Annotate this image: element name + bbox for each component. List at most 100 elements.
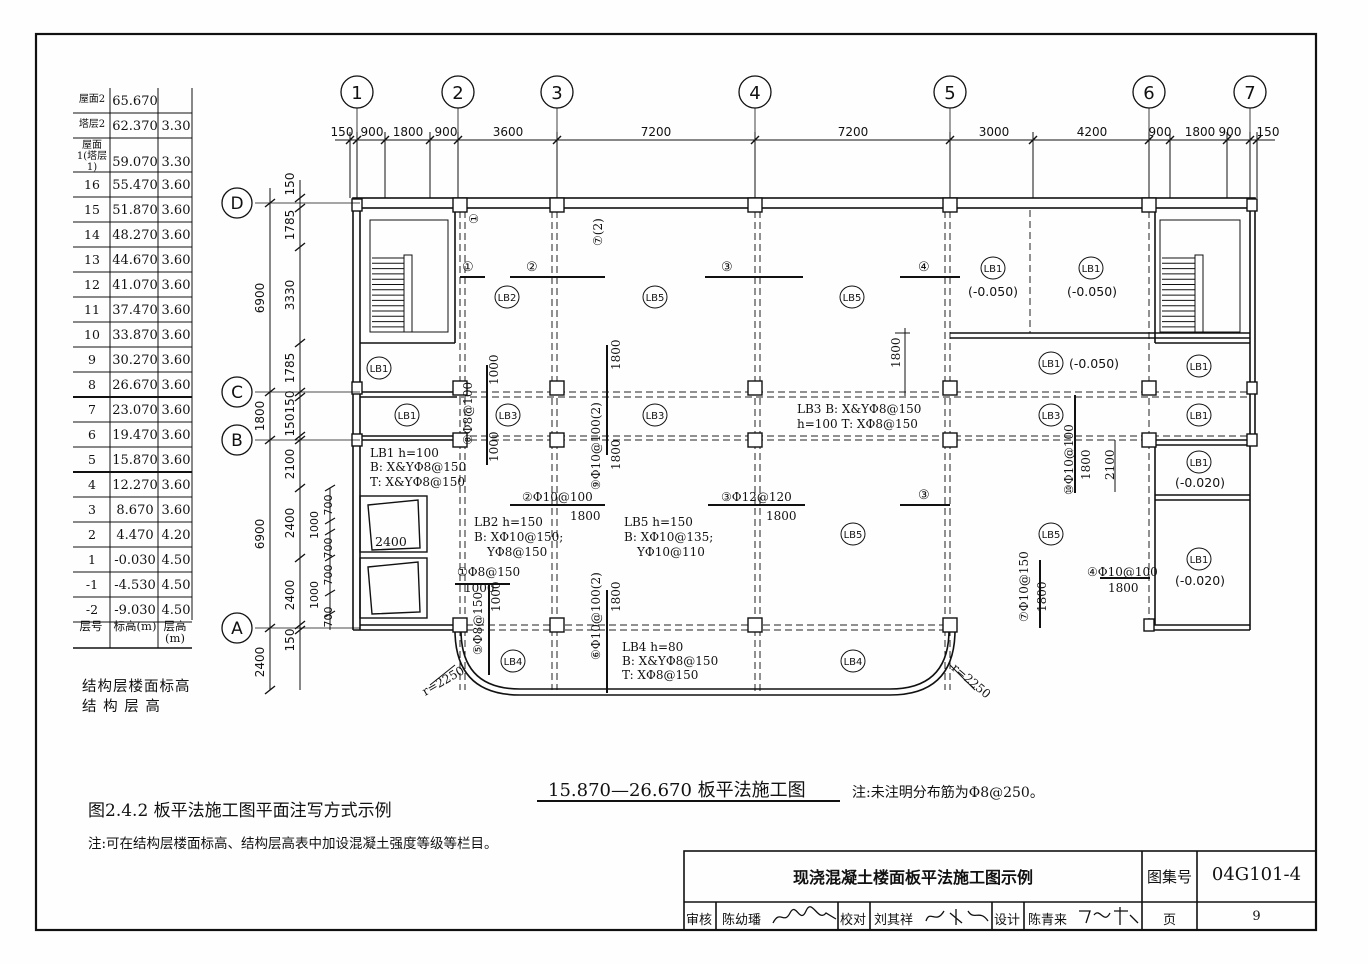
level-caption-2: 结 构 层 高 — [82, 699, 161, 715]
slab-bubble — [840, 522, 866, 546]
column — [747, 617, 763, 633]
mark-1-top: ① — [467, 213, 481, 224]
rebar-9-label: ⑨Φ10@100(2) — [589, 402, 603, 490]
level-elevation: 30.270 — [112, 353, 158, 368]
drawing-title: 15.870—26.670 板平法施工图 — [548, 780, 806, 801]
level-height: 3.60 — [161, 353, 191, 368]
axis-bubble — [221, 187, 253, 219]
slab-bubble — [980, 256, 1006, 280]
slab-bubble — [1186, 547, 1212, 571]
axis-label: B — [231, 431, 243, 451]
level-height: 3.60 — [161, 403, 191, 418]
dim-left-inner-label: 1785 — [283, 353, 297, 384]
column — [1141, 380, 1157, 396]
dim-left-outer-label: 6900 — [253, 283, 267, 314]
slab-label: LB5 — [646, 293, 665, 304]
slab-bubble — [494, 285, 520, 309]
dim-left-outer-label: 1800 — [253, 401, 267, 432]
column — [351, 381, 363, 395]
slab-bubble — [495, 403, 521, 427]
lb3-height: h=100 T: XΦ8@150 — [797, 417, 918, 431]
slab-bubble — [642, 285, 668, 309]
elevator-dim: 2400 — [375, 534, 407, 549]
level-elevation: 41.070 — [112, 278, 158, 293]
axis-label: D — [230, 194, 243, 214]
dim-left-inner-label: 2400 — [283, 580, 297, 611]
slab-label: LB1 — [1190, 555, 1209, 566]
level-floor: 6 — [88, 427, 96, 442]
rebar-3-label: ③Φ12@120 — [721, 490, 792, 504]
slab-bubble — [1038, 522, 1064, 546]
dim-top-label: 150 — [331, 125, 354, 139]
level-height: 3.30 — [161, 119, 191, 134]
lb5-title: LB5 h=150 — [624, 515, 693, 529]
level-floor: 屋面1(塔层1) — [76, 140, 108, 173]
dim-left-inner-label: 150 — [283, 414, 297, 437]
stair-right — [1159, 219, 1241, 333]
rebar-6-label: ⑥Φ10@100(2) — [589, 572, 603, 660]
slab-elevation: (-0.050) — [1067, 284, 1117, 299]
column — [549, 432, 565, 448]
level-floor: 8 — [88, 377, 96, 392]
dim-top-label: 900 — [361, 125, 384, 139]
axis-label: A — [231, 619, 243, 639]
dim-top-label: 900 — [1219, 125, 1242, 139]
dim-top-label: 150 — [1257, 125, 1280, 139]
mark-4: ④ — [918, 260, 930, 275]
slab-label: LB3 — [1042, 411, 1061, 422]
column — [452, 617, 468, 633]
rebar-10-length: 1800 — [1079, 449, 1093, 480]
axis-bubble — [221, 376, 253, 408]
reviewer-signature — [772, 906, 837, 924]
level-elevation: 8.670 — [116, 503, 154, 518]
slab-bubble — [840, 649, 866, 673]
level-elevation: -0.030 — [114, 553, 156, 568]
slab-label: LB1 — [1190, 362, 1209, 373]
mark-3b: ③ — [918, 488, 930, 503]
dim-left-small-label: 1000 — [308, 581, 321, 609]
lb5-y-bar: YΦ10@110 — [637, 545, 705, 559]
level-floor: 4 — [88, 477, 96, 492]
slab-label: LB1 — [984, 264, 1003, 275]
column — [1246, 433, 1258, 447]
level-header-floor: 层号 — [79, 619, 103, 633]
dim-left-small-label: 700 — [322, 565, 335, 586]
dim-left-inner-label: 2100 — [283, 449, 297, 480]
level-height: 3.60 — [161, 253, 191, 268]
dim-left-inner-label: 150 — [283, 629, 297, 652]
columns — [351, 197, 1258, 633]
slab-bubble — [1186, 354, 1212, 378]
mark-2: ② — [526, 260, 538, 275]
mark-7-2: ⑦(2) — [591, 218, 605, 246]
slab-label: LB1 — [370, 364, 389, 375]
dim-top-label: 7200 — [838, 125, 869, 139]
level-header-elevation: 标高(m) — [113, 619, 157, 633]
dim-2100-right: 2100 — [1103, 449, 1117, 480]
level-height: 4.50 — [161, 603, 191, 618]
lb1-bottom-bar: B: X&YΦ8@150 — [370, 460, 467, 474]
lb1-title: LB1 h=100 — [370, 446, 439, 460]
slab-label: LB1 — [1190, 458, 1209, 469]
designer-signature — [1079, 907, 1139, 925]
slab-bubble — [642, 403, 668, 427]
level-floor: -2 — [85, 602, 99, 617]
level-elevation: 62.370 — [112, 119, 158, 134]
dim-left-inner-label: 150 — [283, 391, 297, 414]
rebar-8-length: 1000 — [487, 431, 501, 462]
drawing-note: 注:未注明分布筋为Φ8@250。 — [852, 785, 1044, 801]
dim-top-label: 1800 — [1185, 125, 1216, 139]
rebar-1-length: 1000 — [464, 581, 495, 595]
column — [942, 380, 958, 396]
level-elevation: 23.070 — [112, 403, 158, 418]
dim-left-small-label: 700 — [322, 495, 335, 516]
dim-top-label: 900 — [435, 125, 458, 139]
